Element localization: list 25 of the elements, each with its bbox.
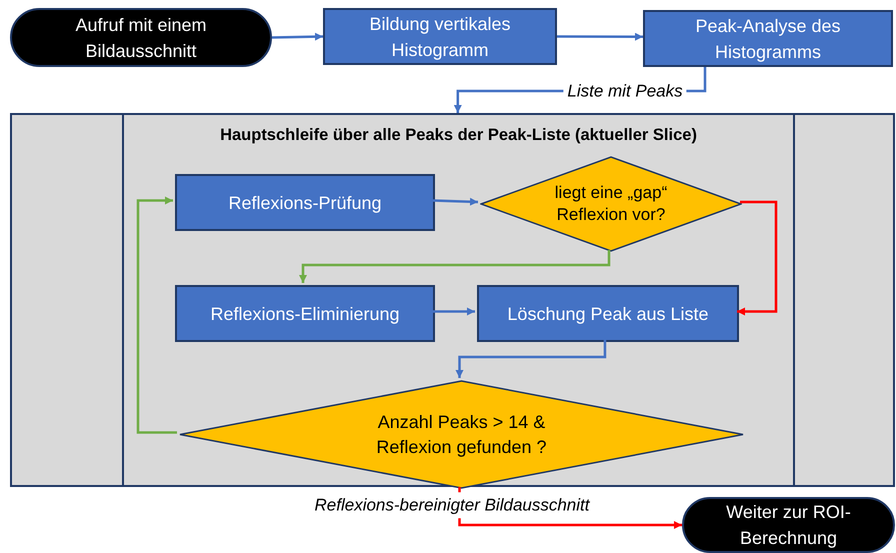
arrow <box>136 196 177 434</box>
node-text: Hauptschleife über alle Peaks der Peak-Liste (aktueller Slice) <box>220 126 697 144</box>
arrow <box>272 32 324 41</box>
process-box <box>323 8 557 65</box>
process-box <box>477 285 739 342</box>
node-text: Peak-Analyse des Histogramms <box>694 14 842 64</box>
process-box <box>175 285 435 342</box>
arrow <box>456 340 606 378</box>
loop-band <box>10 113 895 487</box>
node-text: Anzahl Peaks > 14 & Reflexion gefunden ? <box>376 412 547 456</box>
node-text: Reflexions-Eliminierung <box>210 302 400 326</box>
arrow <box>432 198 478 206</box>
node-text: Reflexions-Prüfung <box>228 192 382 215</box>
node-text: Bildung vertikales Histogramm <box>368 12 512 62</box>
arrow <box>557 32 643 41</box>
arrow <box>737 200 778 316</box>
node-text: Aufruf mit einem Bildausschnitt <box>74 14 208 62</box>
node-text: Weiter zur ROI-Berechnung <box>725 501 852 550</box>
arrow <box>299 250 610 283</box>
arrow <box>458 487 682 529</box>
process-box <box>643 10 893 67</box>
process-box <box>175 174 435 231</box>
node-text: liegt eine „gap“ Reflexion vor? <box>554 183 668 224</box>
arrow <box>433 308 475 316</box>
node-text: Löschung Peak aus Liste <box>507 302 709 326</box>
